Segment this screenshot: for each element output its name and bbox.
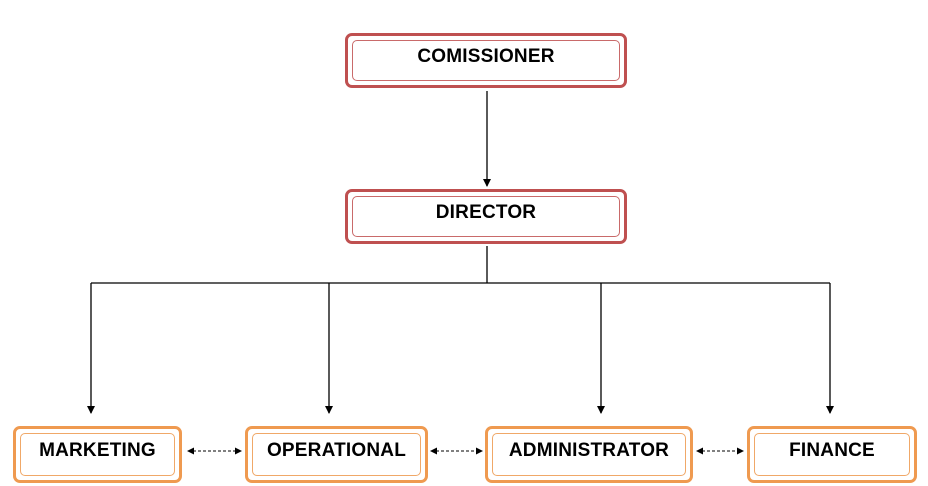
- department-box-marketing: MARKETING: [13, 426, 182, 483]
- department-label-marketing: MARKETING: [39, 439, 156, 461]
- director-box-inner-border: [352, 196, 620, 237]
- director-box: DIRECTOR: [345, 189, 627, 244]
- department-box-administrator: ADMINISTRATOR: [485, 426, 693, 483]
- comissioner-label: COMISSIONER: [417, 45, 555, 67]
- department-label-finance: FINANCE: [789, 439, 875, 461]
- comissioner-box-inner-border: [352, 40, 620, 81]
- comissioner-box: COMISSIONER: [345, 33, 627, 88]
- department-label-operational: OPERATIONAL: [266, 439, 407, 461]
- director-label: DIRECTOR: [435, 201, 537, 223]
- department-box-operational: OPERATIONAL: [245, 426, 428, 483]
- administrator-box-inner-border: [492, 433, 686, 476]
- department-label-administrator: ADMINISTRATOR: [508, 439, 670, 461]
- marketing-box-inner-border: [20, 433, 175, 476]
- department-box-finance: FINANCE: [747, 426, 917, 483]
- finance-box-inner-border: [754, 433, 910, 476]
- operational-box-inner-border: [252, 433, 421, 476]
